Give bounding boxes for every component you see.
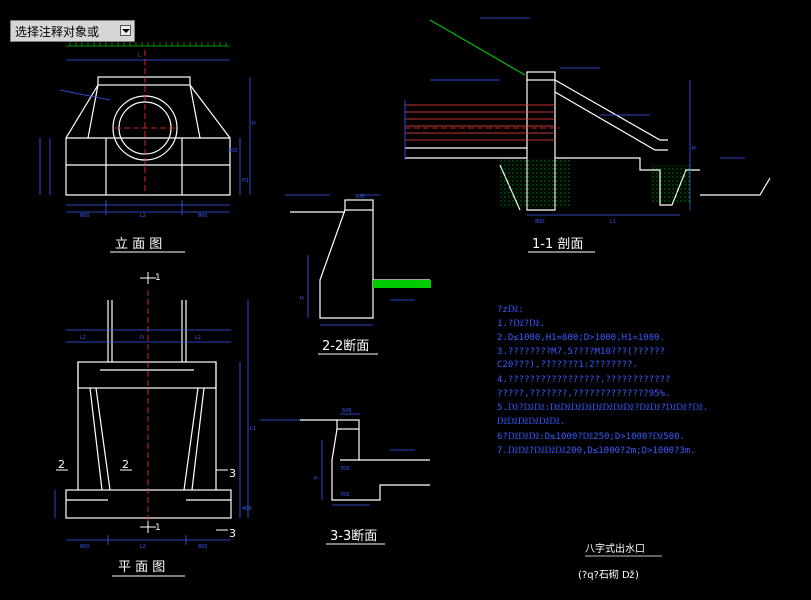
elev-dim-h: H: [252, 121, 256, 127]
sec33-dim-h: H: [314, 476, 318, 482]
plan-mark-2-center: 2: [122, 458, 129, 471]
note-5: 5.ǅ?ǅǅ:ǅǅǅǅǅǅǅǅ?ǅǅ?ǅǅ?ǅ.: [497, 403, 708, 413]
plan-dim-400: 400: [242, 506, 252, 512]
elevation-view: [65, 76, 231, 196]
section-3-3-title: 3-3断面: [330, 529, 377, 544]
section-1-1-title: 1-1 剖面: [532, 237, 583, 252]
plan-title: 平 面 图: [118, 560, 165, 575]
elev-dim-800-left: 800: [80, 213, 90, 219]
annotation-selector-toolbar[interactable]: 选择注释对象或: [10, 20, 135, 42]
notes-heading: ?zǅ:: [497, 305, 524, 315]
sec33-dim-500: 500: [342, 408, 352, 414]
plan-mark-3-top: 3: [229, 467, 236, 480]
sec11-dim-l1: L1: [610, 219, 616, 225]
grass-hatch: [66, 42, 230, 47]
plan-mark-1-top: 1: [155, 273, 161, 283]
plan-section-marks: [56, 272, 228, 533]
sec33-dim-700-lower: 700: [340, 492, 350, 498]
section-1-1-gravel: [500, 158, 570, 208]
notes-block: ?zǅ: 1.?ǅ?ǅ. 2.D≤1000,H1=800;D>1000,H1=1…: [497, 305, 708, 456]
plan-view: [65, 300, 232, 519]
plan-dim-l2-left: L2: [80, 335, 86, 341]
note-4b: ?????,???????,??????????????95%.: [497, 389, 670, 399]
elev-dim-300: 300: [228, 148, 238, 154]
section-2-2-title: 2-2断面: [322, 339, 369, 354]
elevation-dims: [39, 50, 251, 215]
section-2-2-gravel: [373, 280, 431, 288]
plan-mark-1-bottom: 1: [155, 523, 161, 533]
chevron-down-icon[interactable]: [120, 25, 131, 36]
toolbar-prompt-label: 选择注释对象或: [15, 24, 100, 39]
elev-dim-l2: L2: [140, 213, 146, 219]
section-1-1-gravel-right: [650, 165, 690, 203]
note-3b: C20???),???????1:2???????.: [497, 360, 638, 370]
section-1-1-dims: [404, 17, 745, 216]
sec22-dim-500: 500: [355, 194, 365, 200]
plan-dim-800-right: 800: [198, 544, 208, 550]
note-7: 7.ǅǅ?ǅǅǅ200,D≤1000?2m;D>1000?3m.: [497, 446, 696, 456]
note-1: 1.?ǅ?ǅ.: [497, 319, 545, 329]
plan-dim-l2-right: L2: [195, 335, 201, 341]
note-3: 3.????????M7.5????M10???(??????: [497, 347, 665, 357]
sec33-dim-700-upper: 700: [340, 466, 350, 472]
section-3-3-view: [300, 419, 430, 501]
elev-dim-800-right: 800: [198, 213, 208, 219]
plan-dims: [54, 290, 249, 545]
plan-dim-d: D: [140, 335, 144, 341]
plan-mark-3-bottom: 3: [229, 527, 236, 540]
elev-dim-l: L: [138, 53, 141, 59]
elev-dim-h1: H1: [242, 178, 249, 184]
plan-mark-2-left: 2: [58, 458, 65, 471]
section-3-3-dims: [260, 413, 415, 506]
stamp-line-1: 八字式出水口: [585, 542, 645, 555]
plan-dim-l2-bottom: L2: [140, 544, 146, 550]
sec11-dim-h: H: [692, 146, 696, 152]
section-1-1-view: [405, 19, 771, 211]
note-6: 6?ǅǅǅ:D≤1000?ǅ250;D>1000?ǅ500.: [497, 432, 685, 442]
note-5b: ǅǅǅǅǅǅ.: [497, 417, 565, 427]
sec11-dim-800: 800: [535, 219, 545, 225]
plan-dim-800-left: 800: [80, 544, 90, 550]
note-2: 2.D≤1000,H1=800;D>1000,H1=1000.: [497, 333, 665, 343]
section-2-2-dims: [285, 194, 415, 326]
stamp-line-2: (?q?石砌 ǅ): [578, 569, 639, 581]
section-1-1-pipe-hatch: [405, 104, 560, 141]
note-4: 4.?????????????????,????????????: [497, 375, 670, 385]
sec22-dim-h: H: [300, 296, 304, 302]
elevation-title: 立 面 图: [115, 237, 162, 252]
plan-dim-l1: L1: [250, 426, 256, 432]
